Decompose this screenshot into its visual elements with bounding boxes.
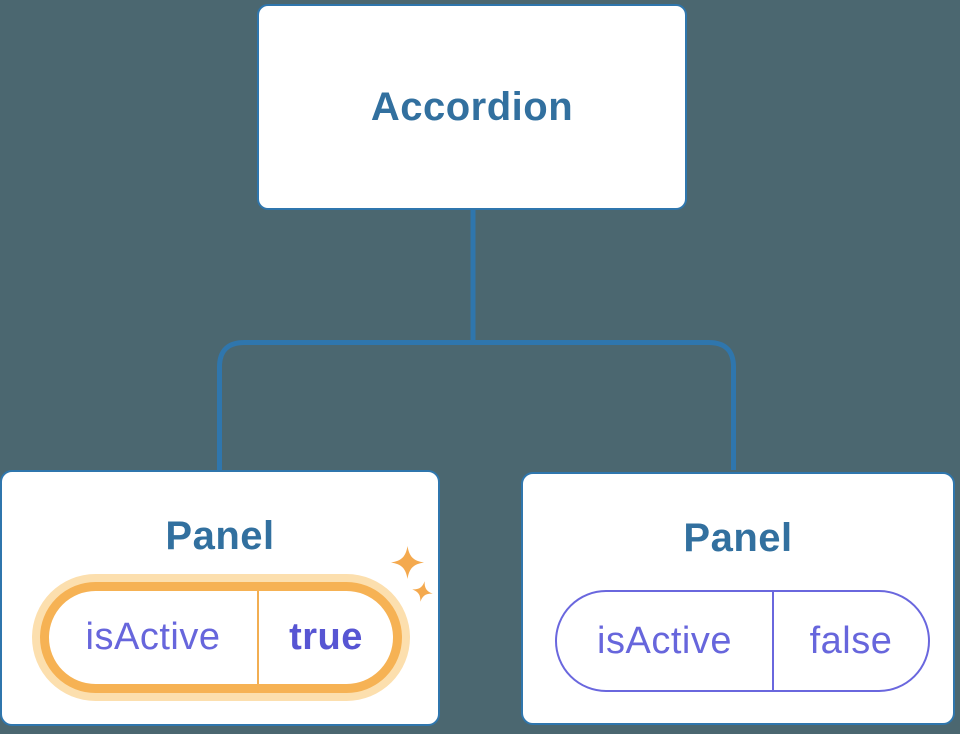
- panel-label: Panel: [165, 514, 275, 558]
- state-pill-highlight-glow: isActive true: [32, 574, 410, 701]
- connector-branch-line: [217, 340, 736, 470]
- state-value: true: [289, 616, 363, 658]
- state-value: false: [809, 619, 893, 662]
- state-pill-active: isActive true: [40, 582, 402, 693]
- panel-label: Panel: [683, 516, 793, 560]
- state-name: isActive: [49, 591, 259, 684]
- node-panel-active: Panel isActive true: [0, 470, 440, 726]
- node-accordion: Accordion: [257, 4, 687, 210]
- node-panel-inactive: Panel isActive false: [521, 472, 955, 725]
- state-pill-inactive: isActive false: [555, 590, 930, 692]
- state-name: isActive: [557, 592, 774, 690]
- accordion-label: Accordion: [370, 84, 574, 129]
